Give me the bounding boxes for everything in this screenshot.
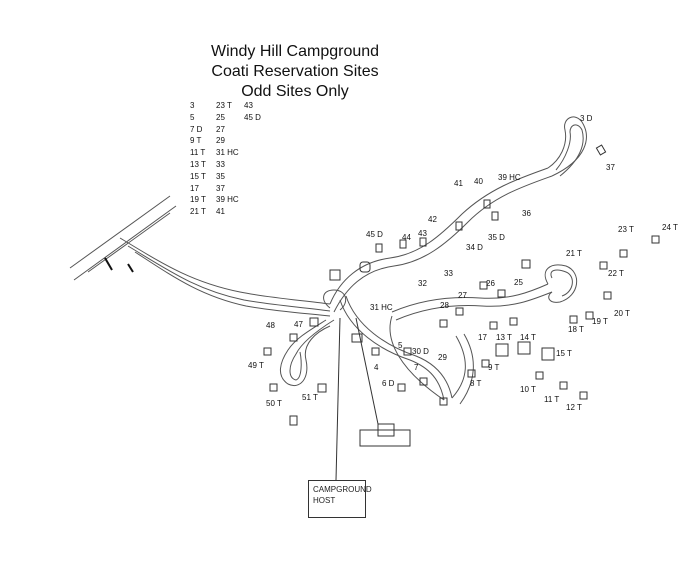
- site-label-34: 34 D: [466, 243, 483, 252]
- legend-cell: 21 T: [190, 207, 206, 217]
- site-label-12: 12 T: [566, 403, 582, 412]
- site-pads: [263, 144, 660, 426]
- site-label-14: 14 T: [520, 333, 536, 342]
- site-label-28: 28: [440, 301, 449, 310]
- legend-cell: 7 D: [190, 124, 203, 134]
- legend-row: 13 T 33: [190, 159, 261, 171]
- site-label-8: 8 T: [470, 379, 482, 388]
- map-subtitle-odd: Odd Sites Only: [241, 83, 349, 100]
- site-label-15: 15 T: [556, 349, 572, 358]
- host-building: [335, 317, 411, 481]
- legend-cell: 13 T: [190, 159, 206, 169]
- legend-cell: 41: [216, 207, 225, 217]
- site-label-33: 33: [444, 269, 453, 278]
- site-label-23: 23 T: [618, 225, 634, 234]
- site-label-18: 18 T: [568, 325, 584, 334]
- site-label-43: 43: [418, 229, 427, 238]
- site-label-25: 25: [514, 278, 523, 287]
- site-label-24: 24 T: [662, 223, 678, 232]
- site-label-50: 50 T: [266, 399, 282, 408]
- host-line-2: HOST: [313, 496, 336, 505]
- host-line-1: CAMPGROUND: [313, 485, 372, 494]
- legend-cell: 11 T: [190, 148, 206, 158]
- site-label-7: 7: [414, 363, 419, 372]
- legend-cell: 27: [216, 124, 225, 134]
- site-label-41: 41: [454, 179, 463, 188]
- site-label-49: 49 T: [248, 361, 264, 370]
- legend-cell: 3: [190, 101, 195, 110]
- site-label-26: 26: [486, 279, 495, 288]
- site-label-13: 13 T: [496, 333, 512, 342]
- site-label-51: 51 T: [302, 393, 318, 402]
- entrance-road: [119, 237, 331, 317]
- legend-row: 15 T 35: [190, 171, 261, 183]
- legend-cell: 31 HC: [216, 148, 239, 158]
- legend-row: 11 T 31 HC: [190, 147, 261, 159]
- legend-cell: 19 T: [190, 195, 206, 205]
- legend-cell: 29: [216, 136, 225, 146]
- site-label-17: 17: [478, 333, 487, 342]
- site-label-6: 6 D: [382, 379, 395, 388]
- legend-row: 21 T 41: [190, 206, 261, 218]
- legend-row: 5 25 45 D: [190, 112, 261, 124]
- site-label-40: 40: [474, 177, 483, 186]
- legend-cell: 39 HC: [216, 195, 239, 205]
- legend-row: 9 T 29: [190, 135, 261, 147]
- legend-row: 3 23 T 43: [190, 100, 261, 112]
- site-labels: 3 D 37 39 HC 41 40 36 35 D 34 D 42 43 44…: [248, 114, 678, 412]
- legend-row: 7 D 27: [190, 124, 261, 136]
- site-label-22: 22 T: [608, 269, 624, 278]
- site-label-47: 47: [294, 320, 303, 329]
- site-label-31: 31 HC: [370, 303, 393, 312]
- site-label-3: 3 D: [580, 114, 593, 123]
- site-label-37: 37: [606, 163, 615, 172]
- site-label-20: 20 T: [614, 309, 630, 318]
- site-label-45: 45 D: [366, 230, 383, 239]
- legend-cell: 23 T: [216, 101, 232, 110]
- legend-cell: 9 T: [190, 136, 202, 146]
- legend-cell: 15 T: [190, 171, 206, 181]
- legend-cell: 35: [216, 171, 225, 181]
- site-label-5: 5: [398, 341, 403, 350]
- site-label-19: 19 T: [592, 317, 608, 326]
- site-label-42: 42: [428, 215, 437, 224]
- legend-cell: 5: [190, 112, 195, 122]
- site-label-30: 30 D: [412, 347, 429, 356]
- site-label-36: 36: [522, 209, 531, 218]
- site-label-21: 21 T: [566, 249, 582, 258]
- site-label-29: 29: [438, 353, 447, 362]
- legend-row: 19 T 39 HC: [190, 194, 261, 206]
- site-label-27: 27: [458, 291, 467, 300]
- legend-cell: 17: [190, 183, 199, 193]
- legend-cell: 37: [216, 183, 225, 193]
- site-label-10: 10 T: [520, 385, 536, 394]
- campground-host-box: CAMPGROUND HOST: [308, 480, 372, 518]
- legend-cell: 43: [244, 101, 253, 110]
- site-label-32: 32: [418, 279, 427, 288]
- legend-cell: 45 D: [244, 112, 261, 122]
- legend-cell: 33: [216, 159, 225, 169]
- site-label-11: 11 T: [544, 395, 559, 404]
- site-label-9: 9 T: [488, 363, 500, 372]
- map-title: Windy Hill Campground: [210, 43, 380, 60]
- site-label-48: 48: [266, 321, 275, 330]
- site-label-35: 35 D: [488, 233, 505, 242]
- map-subtitle: Coati Reservation Sites: [211, 63, 379, 80]
- site-label-4: 4: [374, 363, 379, 372]
- legend-cell: 25: [216, 112, 225, 122]
- loop-roads: [280, 116, 587, 405]
- highway: [69, 195, 177, 281]
- site-label-39: 39 HC: [498, 173, 521, 182]
- site-label-44: 44: [402, 233, 411, 242]
